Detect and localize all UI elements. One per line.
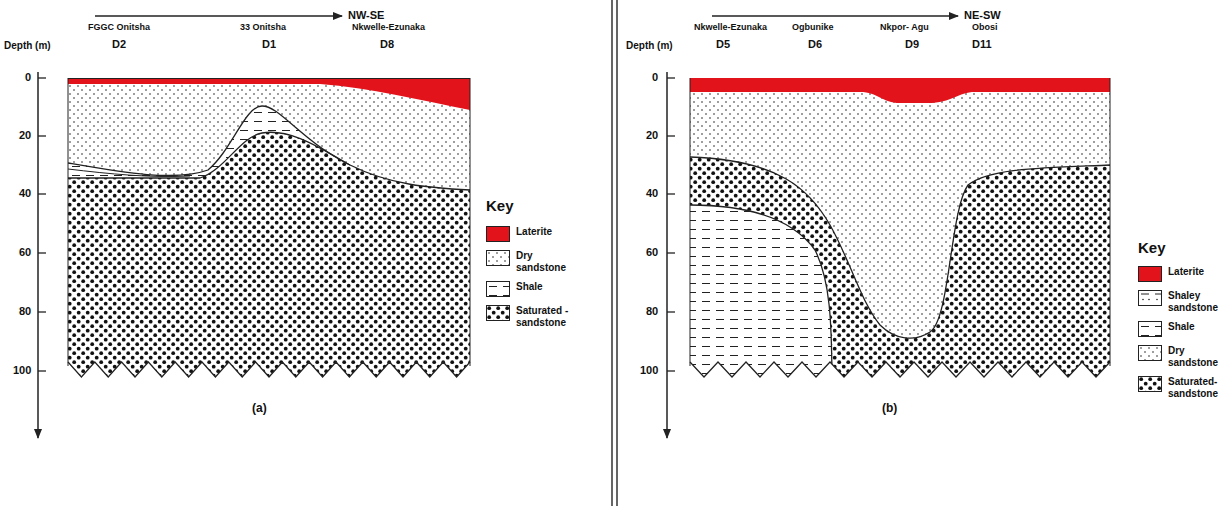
legend-swatch xyxy=(486,281,510,297)
legend-pattern xyxy=(487,251,509,265)
legend-text: Dry sandstone xyxy=(516,250,578,273)
legend-swatch xyxy=(486,305,510,321)
depth-tick: 0 xyxy=(652,71,658,83)
well-name: Nkpor- Agu xyxy=(880,23,929,33)
legend-row: Saturated - sandstone xyxy=(486,305,578,328)
legend-row: Shale xyxy=(1138,321,1229,337)
legend-swatch xyxy=(1138,345,1162,361)
depth-tick: 100 xyxy=(13,364,31,376)
depth-tick: 0 xyxy=(25,71,31,83)
legend-swatch xyxy=(1138,290,1162,306)
depth-tick: 80 xyxy=(19,305,31,317)
legend-row: Dry sandstone xyxy=(1138,345,1229,368)
panel-label: (a) xyxy=(252,402,267,415)
well-id: D1 xyxy=(262,38,276,50)
depth-tick: 80 xyxy=(646,305,658,317)
depth-tick: 60 xyxy=(646,246,658,258)
axis-title: Depth (m) xyxy=(626,40,673,51)
legend-text: Saturated - sandstone xyxy=(516,305,578,328)
legend-row: Saturated- sandstone xyxy=(1138,376,1229,399)
legend-swatch xyxy=(1138,376,1162,392)
legend-pattern xyxy=(1139,377,1161,391)
legend-row: Dry sandstone xyxy=(486,250,578,273)
legend-swatch xyxy=(486,226,510,242)
well-name: Ogbunike xyxy=(792,23,834,33)
legend-pattern xyxy=(1139,322,1161,336)
well-id: D6 xyxy=(808,38,822,50)
well-name: Nkwelle-Ezunaka xyxy=(694,23,767,33)
depth-tick: 40 xyxy=(19,187,31,199)
key-title: Key xyxy=(1138,240,1166,257)
legend-row: Shale xyxy=(486,281,578,297)
well-name: Obosi xyxy=(972,23,998,33)
legend-row: Laterite xyxy=(1138,266,1229,282)
well-name: 33 Onitsha xyxy=(240,23,286,33)
well-id: D11 xyxy=(972,38,992,50)
legend-text: Shale xyxy=(1168,321,1229,333)
depth-tick: 60 xyxy=(19,246,31,258)
key-title: Key xyxy=(486,198,514,215)
legend-text: Laterite xyxy=(1168,266,1229,278)
depth-tick: 40 xyxy=(646,187,658,199)
legend-swatch xyxy=(486,250,510,266)
direction-label: NW-SE xyxy=(348,9,384,21)
legend-text: Shaley sandstone xyxy=(1168,290,1229,313)
well-name: FGGC Onitsha xyxy=(88,23,150,33)
well-id: D2 xyxy=(112,38,126,50)
legend-row: Laterite xyxy=(486,226,578,242)
well-name: Nkwelle-Ezunaka xyxy=(352,23,425,33)
legend-pattern xyxy=(487,282,509,296)
depth-tick: 20 xyxy=(19,129,31,141)
depth-tick: 20 xyxy=(646,129,658,141)
legend-text: Laterite xyxy=(516,226,578,238)
legend-pattern xyxy=(1139,291,1161,305)
legend-pattern xyxy=(1139,346,1161,360)
well-id: D8 xyxy=(380,38,394,50)
legend-swatch xyxy=(1138,321,1162,337)
depth-tick: 100 xyxy=(640,364,658,376)
legend-row: Shaley sandstone xyxy=(1138,290,1229,313)
legend-text: Shale xyxy=(516,281,578,293)
well-id: D5 xyxy=(716,38,730,50)
axis-title: Depth (m) xyxy=(4,40,51,51)
legend-text: Dry sandstone xyxy=(1168,345,1229,368)
legend-text: Saturated- sandstone xyxy=(1168,376,1229,399)
panel-label: (b) xyxy=(882,402,897,415)
direction-label: NE-SW xyxy=(964,9,1001,21)
well-id: D9 xyxy=(905,38,919,50)
legend-pattern xyxy=(487,306,509,320)
legend-swatch xyxy=(1138,266,1162,282)
